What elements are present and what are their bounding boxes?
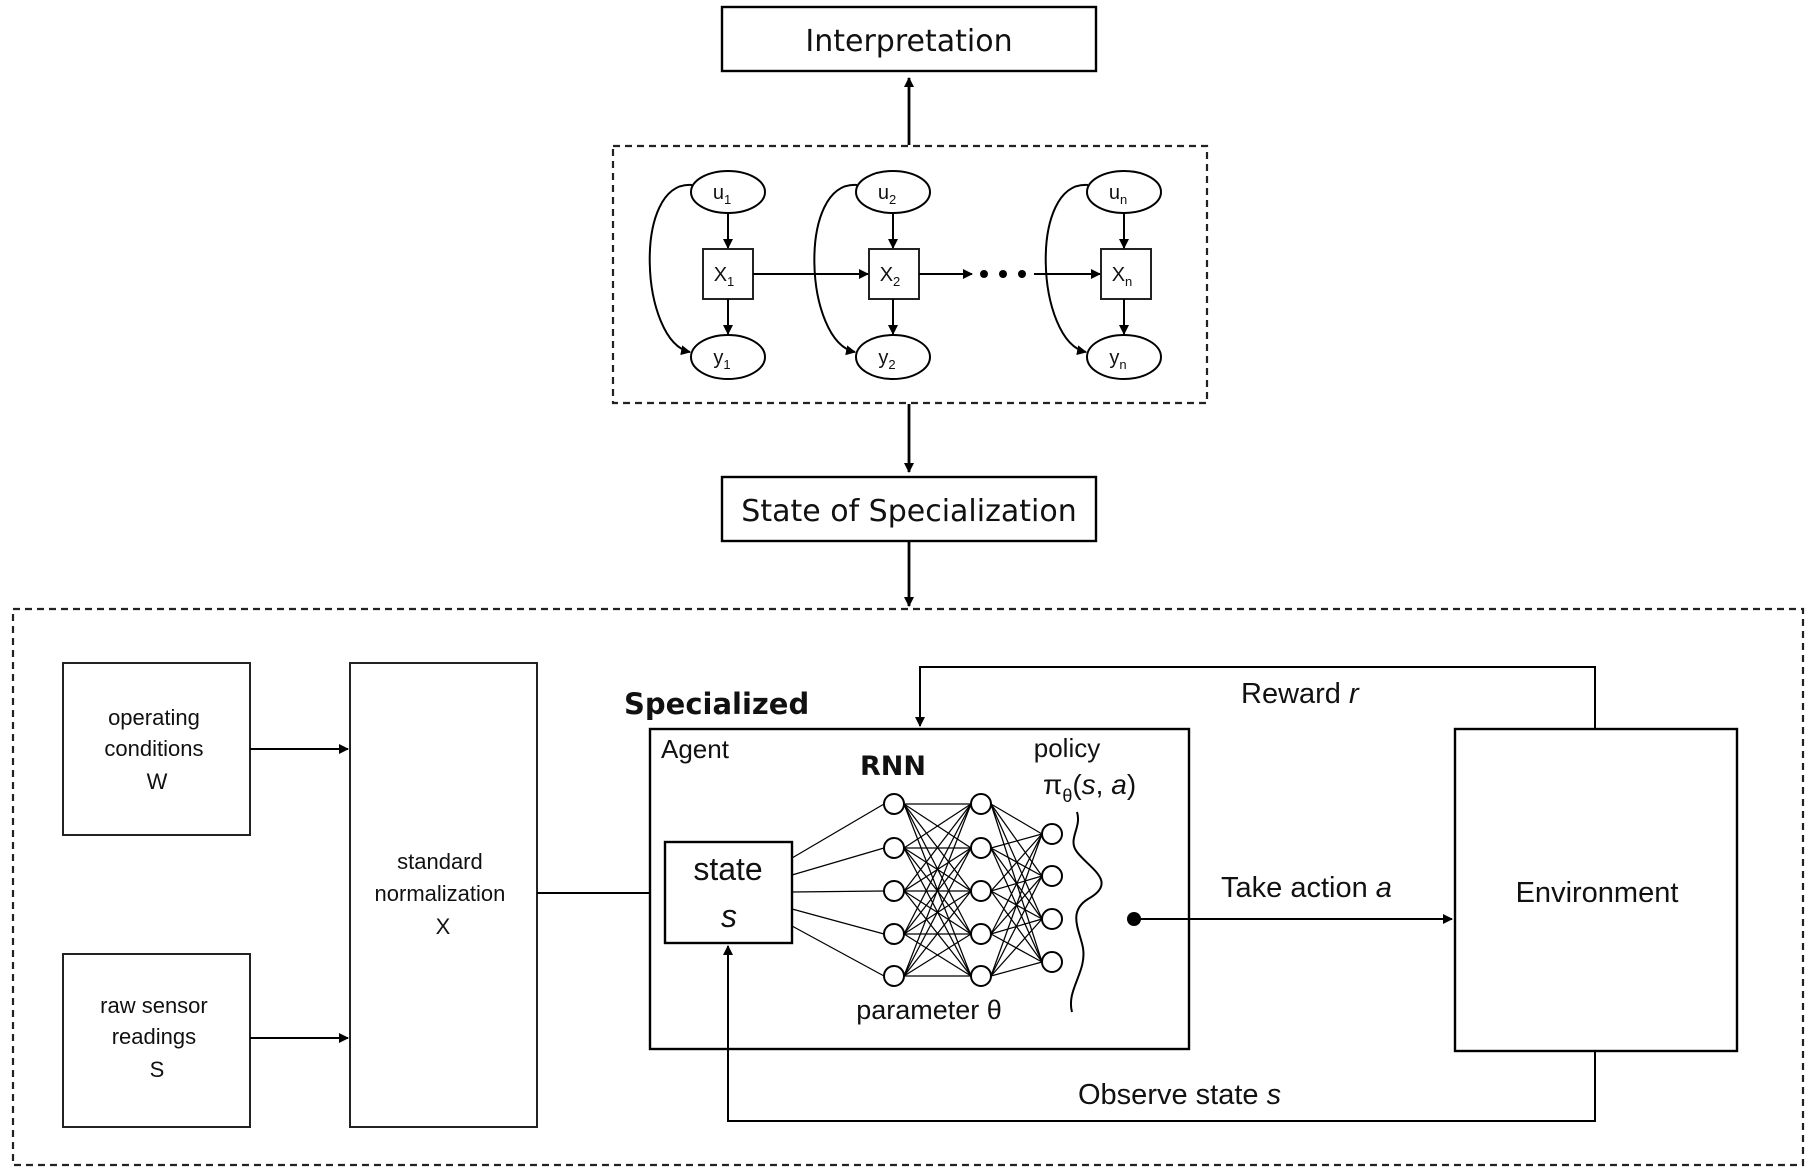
policy-label: policy — [1034, 733, 1100, 763]
u2-to-y2-curve — [813, 183, 858, 356]
rnn-neuron — [1041, 908, 1063, 930]
rnn-neuron — [883, 793, 905, 815]
operating-conditions-box — [62, 662, 251, 836]
graphical-model: u1 u2 un X1 X2 Xn y1 y2 yn — [648, 170, 1162, 380]
u-node-2-label: u2 — [878, 182, 896, 207]
u-node-1-label: u1 — [713, 182, 731, 207]
rnn-neuron — [1041, 951, 1063, 973]
y-node-1 — [690, 334, 766, 380]
y-node-n — [1086, 334, 1162, 380]
environment-box — [1453, 727, 1739, 1053]
graphical-model-container — [611, 144, 1209, 405]
parameter-label: parameter θ — [856, 995, 1002, 1025]
ellipsis-dots — [980, 270, 1026, 278]
x-node-2 — [868, 248, 920, 300]
x-node-2-label: X2 — [880, 264, 901, 289]
policy-distribution-curve — [1069, 811, 1103, 1013]
interpretation-box — [720, 5, 1098, 73]
environment-label: Environment — [1516, 877, 1679, 909]
rnn-neuron — [970, 880, 992, 902]
reward-feedback-arrow — [915, 666, 1596, 729]
state-label: state — [693, 851, 762, 887]
rnn-neuron — [883, 837, 905, 859]
rnn-neuron — [1041, 823, 1063, 845]
rnn-neuron — [970, 923, 992, 945]
x-node-n-label: Xn — [1112, 264, 1133, 289]
rnn-neuron — [970, 965, 992, 987]
standard-normalization-label: standard normalization X — [375, 849, 512, 939]
state-box — [663, 840, 794, 945]
operating-conditions-label: operating conditions W — [104, 705, 209, 794]
state-to-rnn-connection — [791, 890, 885, 893]
x-node-1-label: X1 — [714, 264, 735, 289]
rnn-neuron — [970, 837, 992, 859]
policy-function: πθ(s, a) — [1043, 769, 1136, 806]
rnn-connection — [990, 961, 1043, 977]
rnn-neuron — [970, 793, 992, 815]
observe-state-feedback-arrow — [723, 945, 1596, 1122]
specialized-label: Specialized — [624, 687, 809, 721]
y-node-1-label: y1 — [713, 347, 730, 372]
rnn-connection — [903, 847, 972, 977]
rnn-connection — [903, 803, 972, 892]
rnn-connection — [990, 875, 1043, 977]
interpretation-label: Interpretation — [805, 24, 1012, 59]
y-node-2 — [855, 334, 931, 380]
u-node-n-label: un — [1109, 182, 1127, 207]
state-to-rnn-connection — [791, 925, 885, 977]
state-symbol: s — [721, 898, 737, 934]
reward-label: Reward r — [1241, 678, 1360, 710]
rnn-label: RNN — [860, 751, 926, 782]
rnn-connection — [903, 803, 972, 935]
un-to-yn-curve — [1044, 183, 1089, 356]
raw-sensor-readings-box — [62, 953, 251, 1128]
y-node-2-label: y2 — [878, 347, 895, 372]
rnn-neuron — [883, 965, 905, 987]
rnn-connection — [903, 890, 972, 977]
x-node-n — [1100, 248, 1152, 300]
rnn-connection — [990, 833, 1043, 935]
state-of-specialization-box — [720, 475, 1098, 543]
state-of-specialization-label: State of Specialization — [741, 494, 1076, 529]
rnn-neuron — [883, 923, 905, 945]
lower-system-container — [11, 607, 1805, 1167]
rnn-neuron — [883, 880, 905, 902]
raw-sensor-readings-label: raw sensor readings S — [100, 993, 214, 1082]
standard-normalization-box — [349, 662, 538, 1128]
rnn-connection — [990, 803, 1043, 835]
rnn-connection — [903, 933, 972, 977]
rnn-connection — [990, 918, 1043, 977]
take-action-label: Take action a — [1221, 872, 1392, 904]
rnn-connection — [990, 833, 1043, 849]
state-to-rnn-connection — [791, 847, 885, 876]
state-to-rnn-connection — [791, 803, 885, 859]
rnn-neuron — [1041, 865, 1063, 887]
observe-state-label: Observe state s — [1078, 1079, 1281, 1111]
y-node-n-label: yn — [1109, 347, 1126, 372]
rnn-connection — [990, 803, 1043, 877]
rnn-connection — [990, 833, 1043, 977]
rnn-connection — [990, 833, 1043, 892]
u1-to-y1-curve — [648, 183, 693, 356]
rnn-network — [791, 793, 1063, 987]
rnn-connection — [903, 803, 972, 849]
agent-label: Agent — [661, 734, 730, 764]
rnn-connection — [903, 803, 972, 977]
state-to-rnn-connection — [791, 908, 885, 935]
